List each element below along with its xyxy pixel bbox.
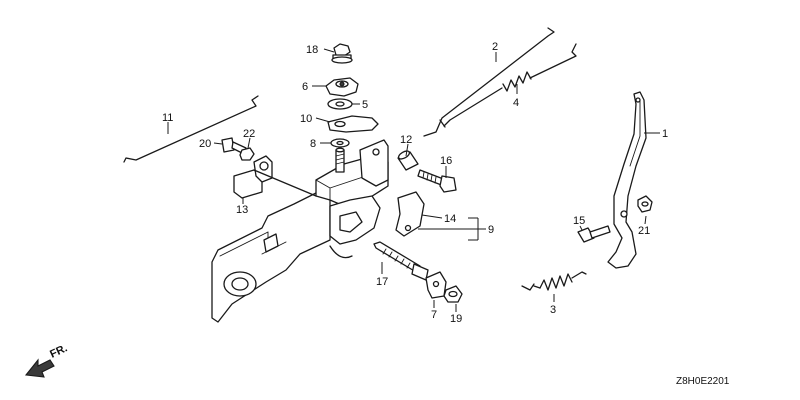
part-21-nut — [637, 195, 653, 213]
callout-15: 15 — [573, 215, 585, 227]
part-14-plate — [395, 191, 425, 237]
part-6-lever — [325, 77, 359, 97]
callout-19: 19 — [450, 313, 462, 325]
callout-17: 17 — [376, 276, 388, 288]
callout-9: 9 — [488, 224, 494, 236]
front-direction-marker: FR. — [24, 342, 69, 378]
part-2-rod — [423, 27, 555, 137]
leader-lines — [167, 48, 660, 312]
part-4-spring-rod — [443, 43, 577, 127]
callout-5: 5 — [362, 99, 368, 111]
part-17-screw — [373, 241, 429, 281]
part-10-lever-arm — [327, 115, 379, 133]
callout-8: 8 — [310, 138, 316, 150]
part-11-rod — [123, 95, 259, 163]
part-5-washer — [327, 98, 353, 110]
part-16-bolt — [417, 169, 457, 193]
part-22-nut — [239, 147, 255, 161]
callout-18: 18 — [306, 44, 318, 56]
callout-22: 22 — [243, 128, 255, 140]
part-19-flange-nut — [443, 285, 463, 303]
callout-1: 1 — [662, 128, 668, 140]
part-18-flange-nut — [331, 43, 353, 64]
callout-21: 21 — [638, 225, 650, 237]
callout-6: 6 — [302, 81, 308, 93]
callout-11: 11 — [162, 112, 173, 124]
callouts: 18 6 5 10 8 2 4 12 16 1 11 20 22 13 14 9… — [162, 41, 668, 325]
part-1-governor-arm — [607, 91, 647, 269]
callout-16: 16 — [440, 155, 452, 167]
front-arrow-icon — [24, 358, 55, 378]
callout-2: 2 — [492, 41, 498, 53]
control-base-plate — [211, 139, 389, 323]
callout-10: 10 — [300, 113, 312, 125]
callout-13: 13 — [236, 204, 248, 216]
callout-4: 4 — [513, 97, 519, 109]
callout-7: 7 — [431, 309, 437, 321]
callout-12: 12 — [400, 134, 412, 146]
part-8-washer — [330, 138, 350, 148]
part-3-spring — [521, 271, 587, 291]
callout-14: 14 — [444, 213, 456, 225]
callout-3: 3 — [550, 304, 556, 316]
part-12-collar — [397, 150, 419, 171]
part-7-clip — [425, 271, 447, 299]
part-13-bracket — [233, 155, 317, 199]
part-15-bolt — [577, 225, 611, 243]
front-label: FR. — [48, 342, 69, 360]
callout-20: 20 — [199, 138, 211, 150]
diagram-code: Z8H0E2201 — [676, 376, 730, 387]
